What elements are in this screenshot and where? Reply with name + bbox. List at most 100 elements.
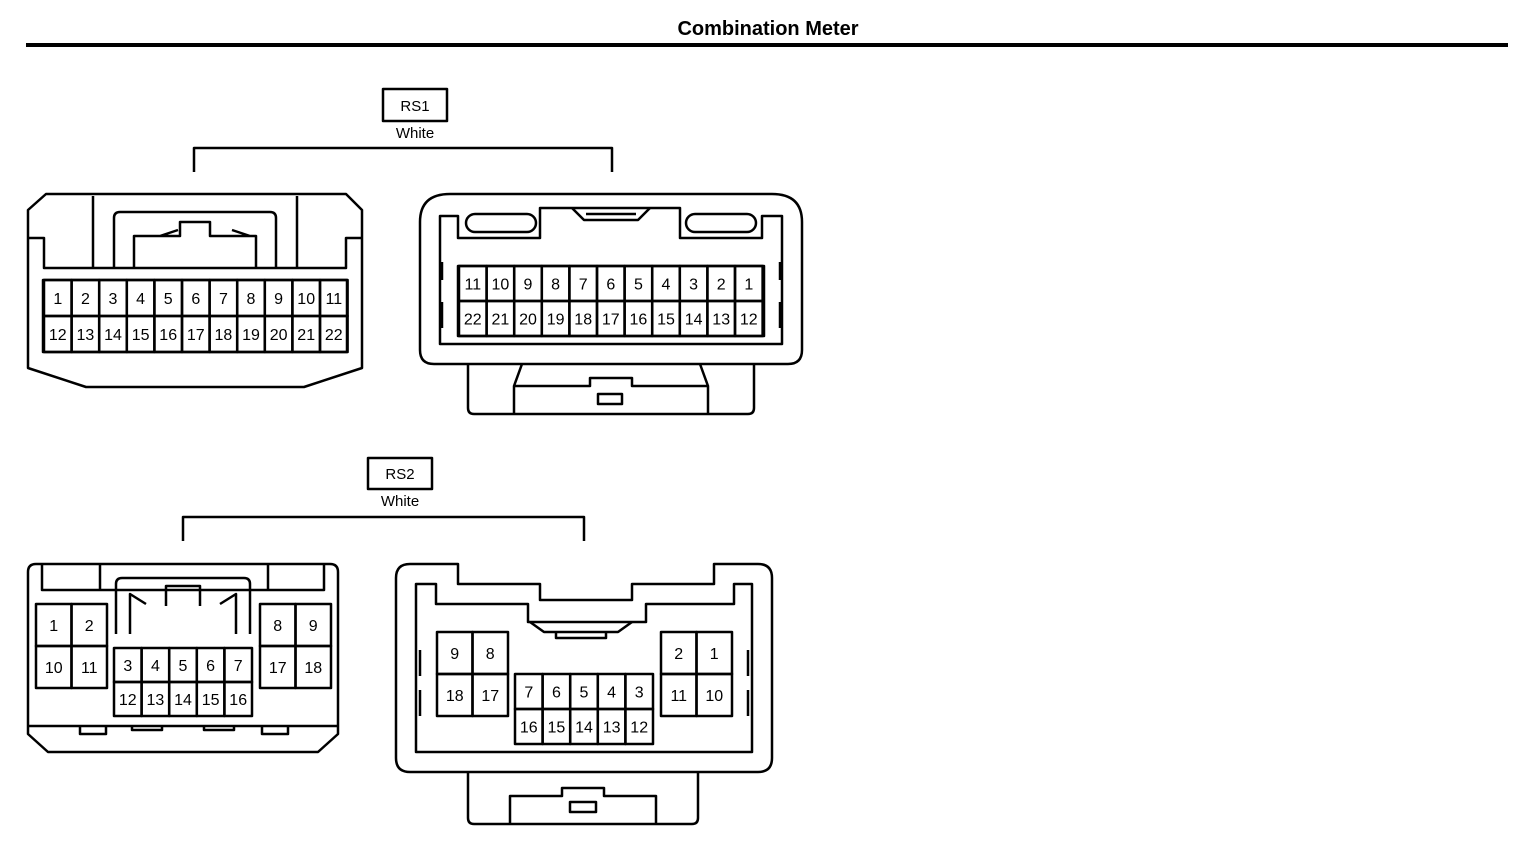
pin-number: 14 (575, 720, 593, 737)
pin-number: 5 (634, 277, 643, 294)
pin-number: 16 (520, 720, 538, 737)
pin-number: 14 (685, 312, 703, 329)
rs1-tag: RS1 (400, 98, 429, 115)
pin-number: 13 (603, 720, 621, 737)
pin-number: 5 (580, 685, 589, 702)
pin-number: 2 (85, 618, 94, 635)
pin-cell (70, 644, 109, 690)
pin-number: 2 (81, 291, 90, 308)
pin-cell (223, 680, 254, 718)
pin-number: 19 (242, 327, 260, 344)
pin-number: 3 (689, 277, 698, 294)
rs1-female-lower-latch (512, 363, 710, 414)
pin-number: 17 (269, 660, 287, 677)
pin-number: 11 (670, 688, 687, 705)
pin-number: 5 (164, 291, 173, 308)
pin-number: 12 (740, 312, 758, 329)
pin-cell (624, 707, 655, 746)
rs1-female-lower-housing (466, 364, 756, 416)
rs2-female-outline (394, 562, 774, 774)
pin-number: 9 (274, 291, 283, 308)
pin-number: 5 (179, 658, 188, 675)
pin-number: 9 (309, 618, 318, 635)
pin-number: 6 (606, 277, 615, 294)
rs2-female-lower-latch (508, 786, 658, 824)
pin-number: 14 (104, 327, 122, 344)
pin-number: 15 (132, 327, 150, 344)
pin-cell (294, 644, 333, 690)
rs1-male-upper-ridge (91, 196, 299, 268)
rs1-female-outline (418, 192, 804, 366)
pin-number: 2 (674, 646, 683, 663)
pin-number: 19 (547, 312, 565, 329)
pin-number: 20 (270, 327, 288, 344)
pin-number: 22 (325, 327, 343, 344)
rs2-female-latch (529, 620, 633, 640)
pin-number: 12 (630, 720, 648, 737)
pin-number: 7 (219, 291, 228, 308)
pin-number: 12 (119, 692, 137, 709)
pin-number: 13 (147, 692, 165, 709)
pin-number: 16 (630, 312, 648, 329)
pin-number: 10 (705, 688, 723, 705)
pin-cell (695, 672, 734, 718)
page-title: Combination Meter (677, 18, 859, 40)
pin-number: 8 (486, 646, 495, 663)
pin-number: 10 (45, 660, 63, 677)
pin-number: 16 (159, 327, 177, 344)
rs2-tag: RS2 (385, 466, 414, 483)
pin-number: 1 (49, 618, 58, 635)
pin-number: 15 (548, 720, 566, 737)
pin-number: 22 (464, 312, 482, 329)
rs2-tag-box (366, 456, 434, 491)
rs1-female-slot-left (464, 212, 538, 234)
pin-number: 7 (524, 685, 533, 702)
pin-number: 18 (446, 688, 464, 705)
pin-number: 4 (662, 277, 671, 294)
pin-number: 2 (717, 277, 726, 294)
pin-cell (733, 299, 764, 338)
rs1-female-inner (438, 206, 784, 346)
pin-number: 14 (174, 692, 192, 709)
pin-number: 1 (53, 291, 62, 308)
pin-number: 10 (492, 277, 510, 294)
pin-number: 17 (602, 312, 620, 329)
rs1-color-label: White (396, 125, 434, 142)
pin-number: 15 (657, 312, 675, 329)
pin-number: 6 (206, 658, 215, 675)
pin-number: 17 (187, 327, 205, 344)
rs1-male-inner (28, 236, 362, 270)
pin-number: 9 (450, 646, 459, 663)
rs2-color-label: White (381, 493, 419, 510)
pin-number: 7 (579, 277, 588, 294)
pin-number: 3 (635, 685, 644, 702)
rs1-male-outline (26, 192, 364, 389)
pin-number: 17 (481, 688, 499, 705)
pin-number: 21 (492, 312, 510, 329)
rs2-female-lower-housing (466, 772, 700, 826)
pin-number: 11 (464, 277, 481, 294)
pin-number: 18 (215, 327, 233, 344)
pin-number: 13 (712, 312, 730, 329)
rs1-female-slot-right (684, 212, 758, 234)
pin-cell (318, 314, 349, 354)
pin-cell (471, 672, 510, 718)
rs1-female-side-keys (440, 262, 782, 328)
pin-number: 3 (109, 291, 118, 308)
rs2-male-top-ridge (98, 564, 270, 590)
pin-number: 7 (234, 658, 243, 675)
pin-number: 8 (247, 291, 256, 308)
rs2-female-side-keys (418, 650, 750, 716)
rs1-female-latch (571, 207, 651, 222)
pin-number: 12 (49, 327, 67, 344)
pin-number: 21 (297, 327, 315, 344)
pin-number: 11 (325, 291, 342, 308)
pin-number: 16 (229, 692, 247, 709)
